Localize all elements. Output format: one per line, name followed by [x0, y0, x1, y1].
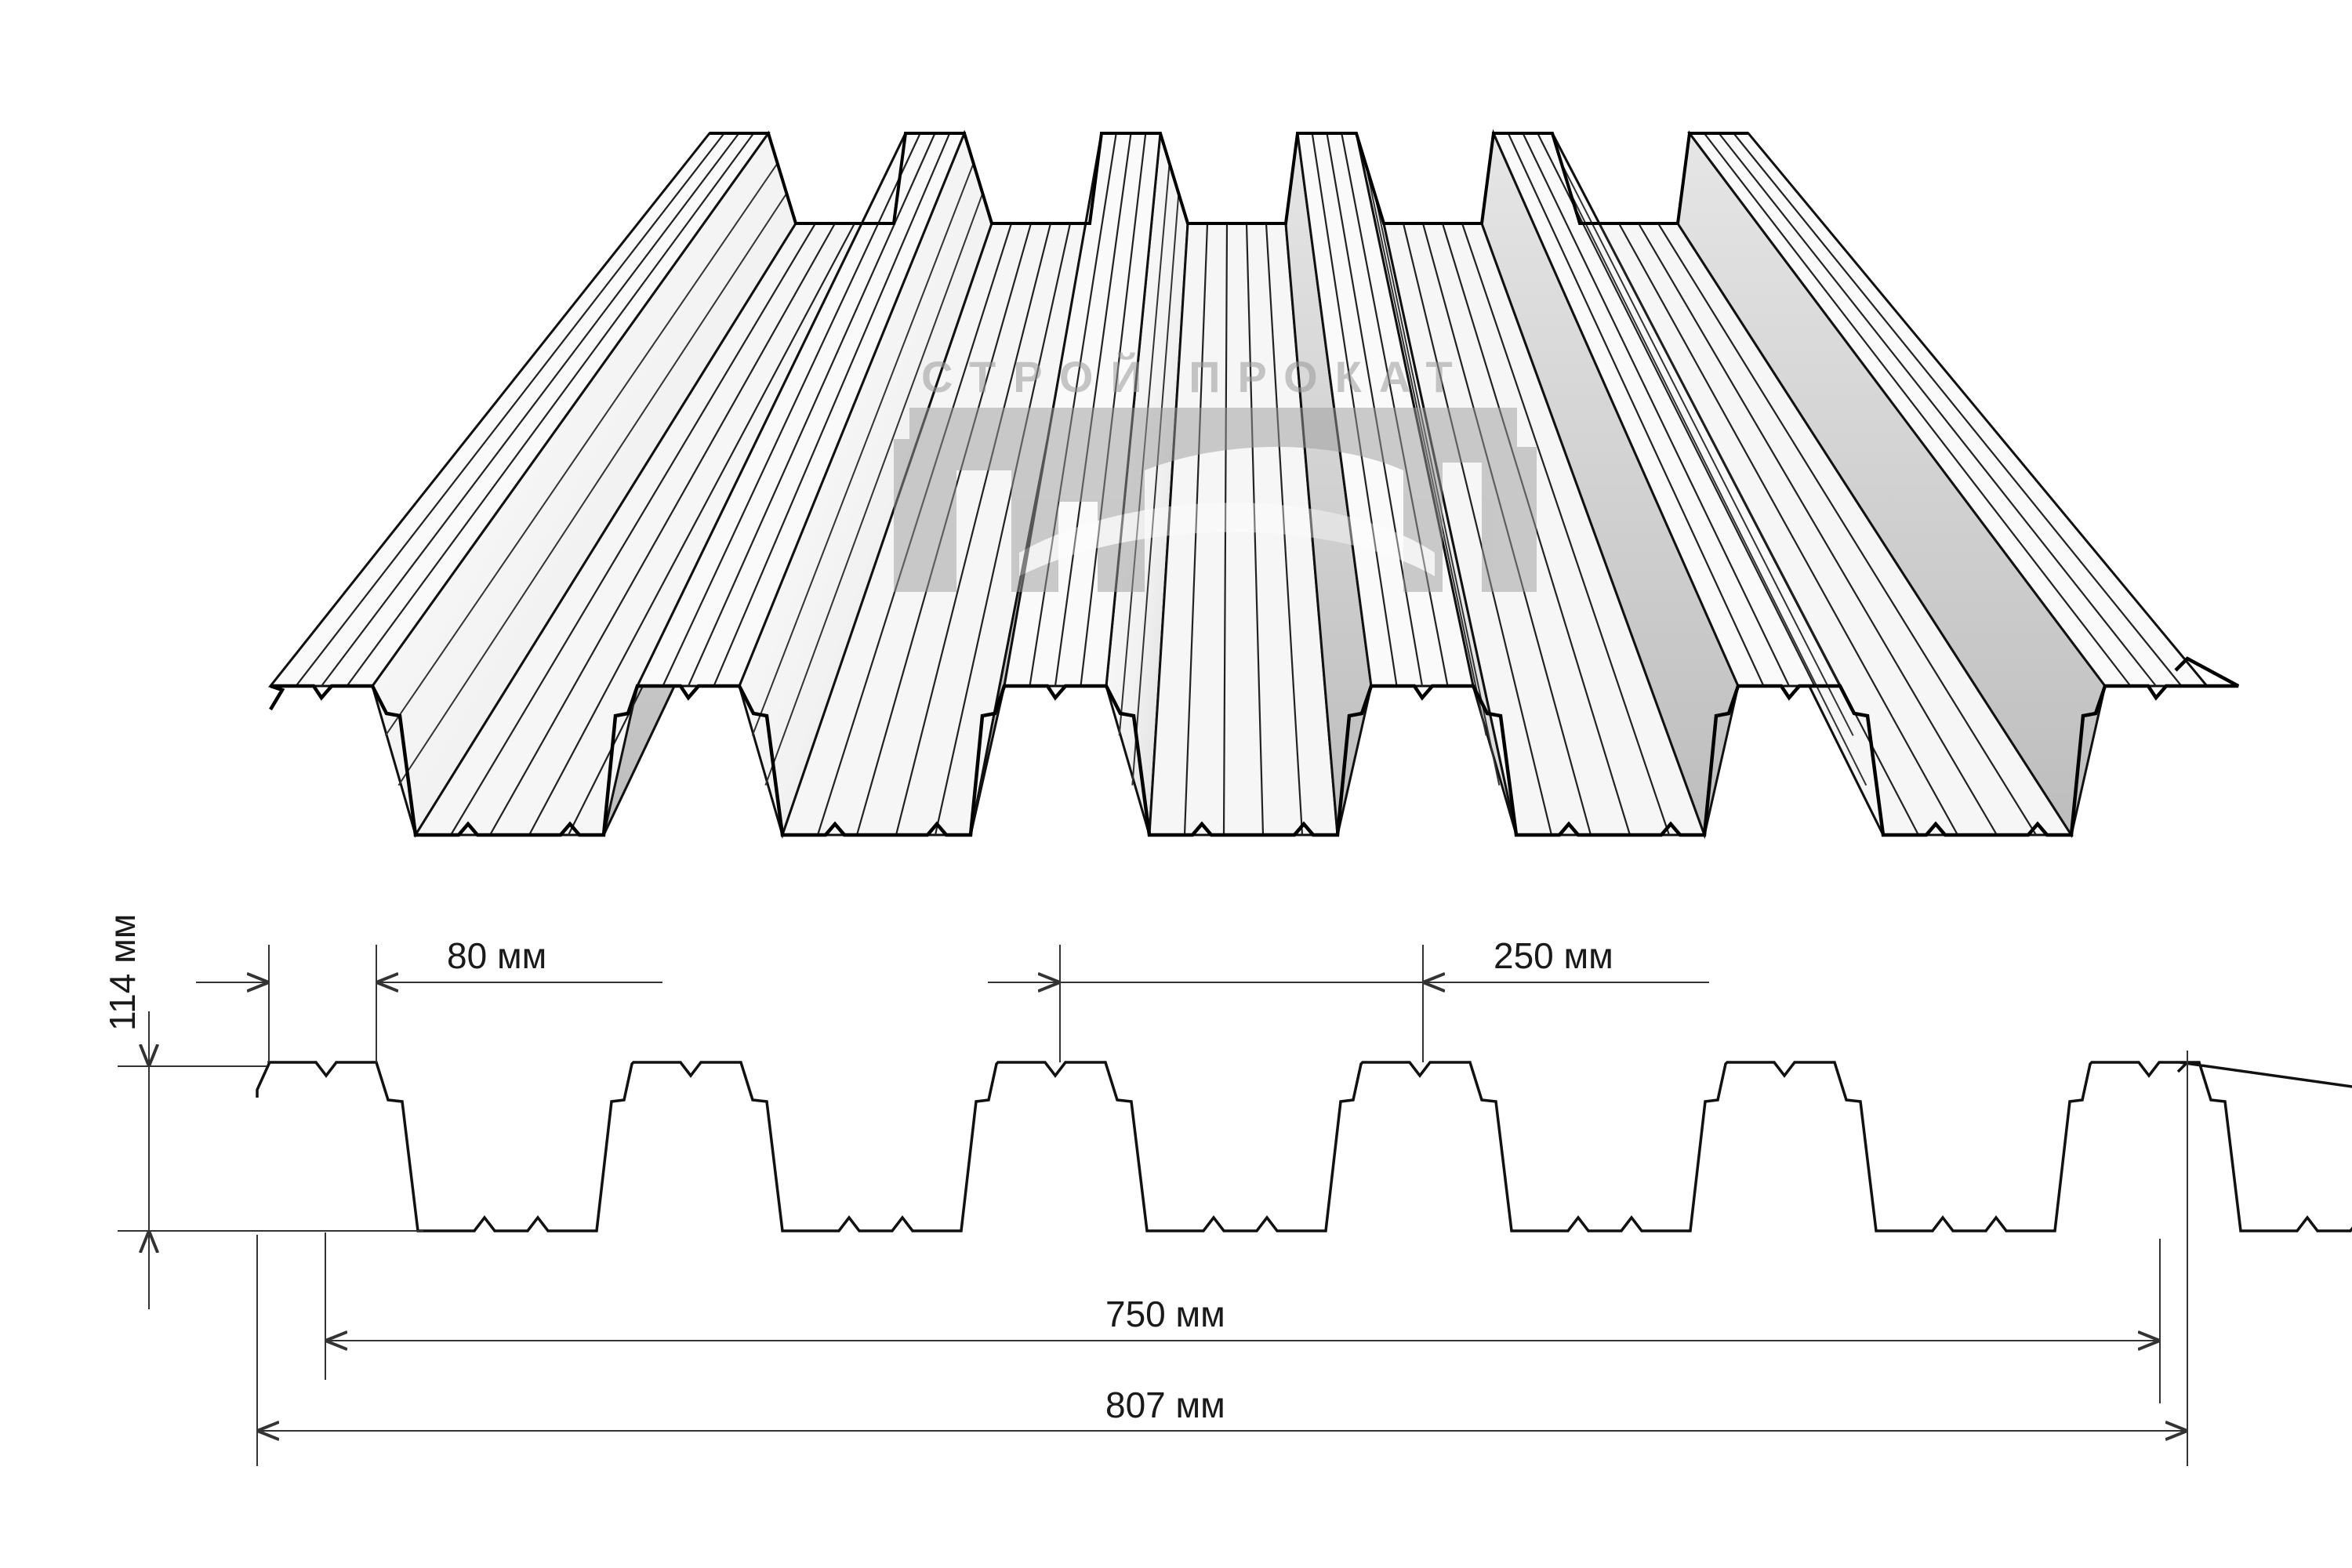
stiffener-line	[1131, 193, 1180, 786]
stiffener-line	[713, 132, 951, 687]
stiffener-line	[662, 132, 921, 687]
stiffener-line	[1537, 132, 1816, 687]
stiffener-line	[1599, 223, 1919, 836]
dimension-lines	[118, 945, 2188, 1466]
watermark-text: СТРОЙ ПРОКАТ	[921, 352, 1470, 401]
stiffener-line	[1402, 223, 1553, 836]
stiffener-line	[1560, 162, 1854, 736]
stiffener-line	[751, 162, 975, 736]
stiffener-line	[1618, 223, 1958, 836]
stiffener-line	[1638, 223, 1998, 836]
height-label: 114 мм	[102, 914, 143, 1031]
stiffener-line	[528, 223, 855, 836]
stiffener-line	[1657, 223, 2037, 836]
stiffener-line	[1733, 132, 2183, 687]
stiffener-line	[1718, 132, 2157, 687]
stiffener-line	[450, 223, 816, 836]
sheet-3d-view	[267, 129, 2240, 840]
stiffener-line	[1507, 132, 1765, 687]
stiffener-line	[687, 132, 936, 687]
top-flat-label: 80 мм	[447, 935, 546, 976]
front-edge-profile	[269, 656, 2240, 837]
stiffener-line	[764, 193, 984, 786]
stiffener-line	[489, 223, 836, 836]
stiffener-line	[295, 132, 725, 687]
stiffener-line	[1245, 223, 1265, 836]
stiffener-line	[346, 132, 755, 687]
stiffener-line	[934, 223, 1072, 836]
useful-width-label: 750 мм	[1105, 1294, 1225, 1334]
stiffener-line	[384, 162, 779, 736]
stiffener-line	[321, 132, 740, 687]
stiffener-line	[1703, 132, 2132, 687]
profile-cross-section	[256, 1061, 2352, 1232]
stiffener-line	[397, 193, 788, 786]
full-width-label: 807 мм	[1105, 1385, 1225, 1425]
pitch-label: 250 мм	[1494, 935, 1613, 976]
profile-outline	[256, 1061, 2352, 1232]
stiffener-line	[1461, 223, 1671, 836]
stiffener-line	[1183, 223, 1209, 836]
back-edge-profile	[710, 132, 1748, 225]
stiffener-line	[1222, 223, 1229, 836]
watermark-logo	[894, 408, 1537, 592]
stiffener-line	[1522, 132, 1790, 687]
stiffener-line	[1265, 223, 1304, 836]
stiffener-line	[895, 223, 1052, 836]
